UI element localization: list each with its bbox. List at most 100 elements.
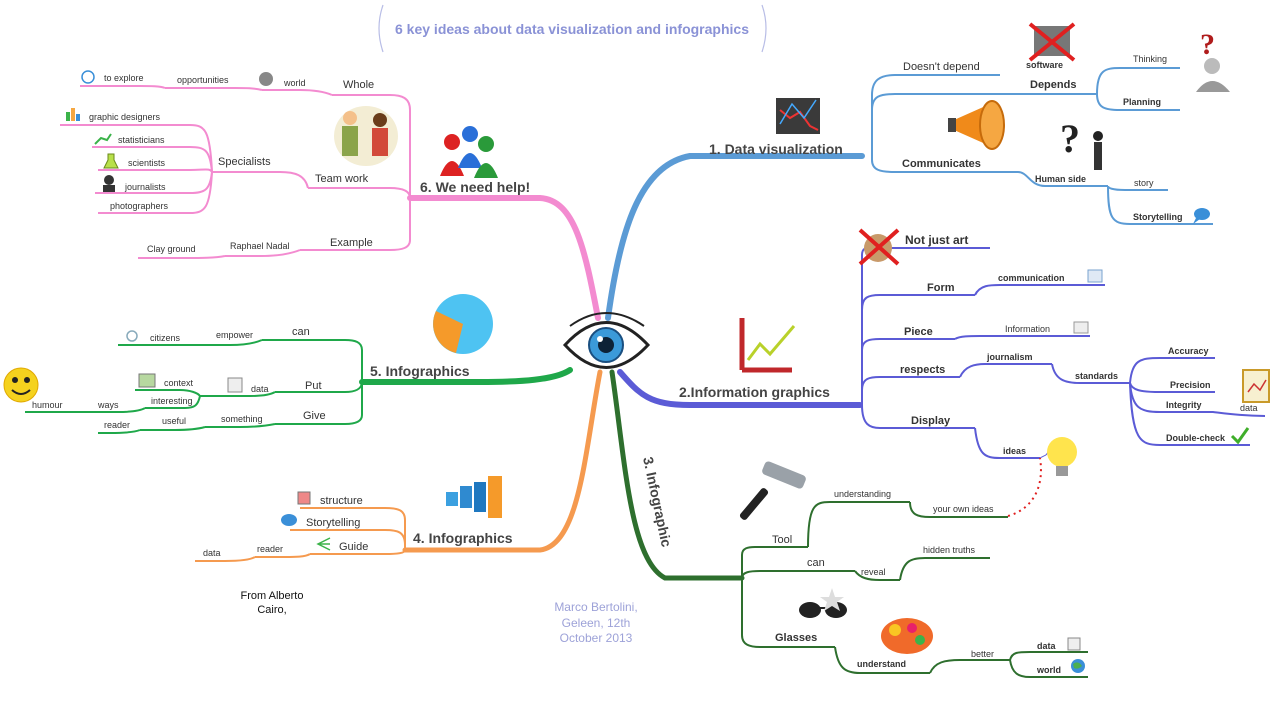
megaphone-icon [948, 100, 1005, 150]
branch-5-label[interactable]: 5. Infographics [370, 363, 470, 379]
branch-2-line [617, 369, 863, 408]
piece-label: Piece [904, 326, 933, 338]
communication-icon [1087, 269, 1103, 283]
checkmark-icon [1230, 427, 1250, 445]
context-label: context [164, 378, 194, 388]
precision-label: Precision [1170, 380, 1211, 390]
clipboard-icon [1242, 369, 1270, 403]
branch-3-line [609, 369, 745, 581]
credit-line-2: Geleen, 12th [562, 616, 631, 630]
brain-icon [881, 618, 933, 654]
your-own-ideas-label: your own ideas [933, 504, 994, 514]
people-group-icon [440, 126, 498, 178]
information-label: Information [1005, 324, 1050, 334]
journalists-icon [103, 175, 115, 192]
raphael-nadal-label: Raphael Nadal [230, 241, 290, 251]
data-label-b4: data [203, 548, 221, 558]
bar-chart-3d-icon [446, 476, 502, 518]
branch-1-label[interactable]: 1. Data visualization [709, 141, 843, 157]
thinker-icon: ? [1196, 28, 1230, 92]
growth-chart-icon [739, 318, 796, 373]
data-label-b5: data [251, 384, 269, 394]
map-title: 6 key ideas about data visualization and… [395, 21, 749, 37]
communicates-label: Communicates [902, 158, 981, 170]
integrity-label: Integrity [1166, 400, 1202, 410]
hidden-truths-label: hidden truths [923, 545, 976, 555]
tool-label: Tool [772, 534, 792, 546]
branch-6-label[interactable]: 6. We need help! [420, 179, 530, 195]
something-label: something [221, 414, 263, 424]
citizens-label: citizens [150, 333, 181, 343]
photographers-label: photographers [110, 201, 169, 211]
reader-label-b5: reader [104, 420, 130, 430]
scientists-label: scientists [128, 158, 166, 168]
empower-label: empower [216, 330, 253, 340]
source-line-1: From Alberto [241, 590, 304, 602]
can-label-b5: can [292, 326, 310, 338]
can-label-b3: can [807, 557, 825, 569]
graphic-designers-label: graphic designers [89, 112, 161, 122]
credit-line-1: Marco Bertolini, [554, 600, 637, 614]
ideas-connector [1007, 457, 1042, 517]
branch-6-line [407, 195, 601, 321]
give-label: Give [303, 410, 326, 422]
source-line-2: Cairo, [257, 604, 286, 616]
to-explore-label: to explore [104, 73, 144, 83]
storytelling-label: Storytelling [1133, 212, 1183, 222]
branch-4-label[interactable]: 4. Infographics [413, 530, 513, 546]
data-table-icon [1067, 637, 1081, 651]
guide-label: Guide [339, 541, 368, 553]
humour-label: humour [32, 400, 63, 410]
branch-4-line [402, 369, 603, 553]
display-label: Display [911, 415, 951, 427]
guide-arrow-icon [316, 537, 331, 551]
form-label: Form [927, 282, 955, 294]
whole-label: Whole [343, 79, 374, 91]
accuracy-label: Accuracy [1168, 346, 1209, 356]
useful-label: useful [162, 416, 186, 426]
reveal-label: reveal [861, 567, 886, 577]
scientists-icon [103, 153, 119, 169]
hammer-icon [739, 461, 806, 520]
human-side-label: Human side [1035, 174, 1086, 184]
software-label: software [1026, 60, 1063, 70]
credit-line-3: October 2013 [560, 631, 633, 645]
respects-label: respects [900, 364, 945, 376]
team-work-label: Team work [315, 173, 369, 185]
double-check-label: Double-check [1166, 433, 1226, 443]
svg-text:?: ? [1060, 116, 1080, 161]
pie-chart-icon [433, 294, 493, 354]
example-label: Example [330, 237, 373, 249]
doesnt-depend-label: Doesn't depend [903, 61, 980, 73]
storytelling-icon [281, 514, 297, 526]
not-just-art-label: Not just art [905, 233, 968, 247]
put-label: Put [305, 380, 322, 392]
smiley-icon [3, 367, 39, 403]
glasses-icon [799, 588, 847, 618]
ways-label: ways [97, 400, 119, 410]
journalists-label: journalists [124, 182, 166, 192]
thinking-label: Thinking [1133, 54, 1167, 64]
storytelling-label-b4: Storytelling [306, 517, 360, 529]
reader-label-b4: reader [257, 544, 283, 554]
data-label-b3: data [1037, 641, 1057, 651]
branch-2-label[interactable]: 2.Information graphics [679, 384, 830, 400]
globe-icon [1071, 659, 1085, 673]
world-label-b3: world [1036, 665, 1061, 675]
light-bulb-icon [1047, 437, 1077, 476]
opportunities-label: opportunities [177, 75, 229, 85]
structure-label: structure [320, 495, 363, 507]
data-grid-icon [227, 377, 243, 393]
understanding-label: understanding [834, 489, 891, 499]
journalism-label: journalism [986, 352, 1033, 362]
story-label: story [1134, 178, 1154, 188]
glasses-label: Glasses [775, 632, 817, 644]
line-chart-icon [776, 98, 820, 134]
better-label: better [971, 649, 994, 659]
branch-3-label[interactable]: 3. Infographic [640, 455, 675, 548]
planning-label: Planning [1123, 97, 1161, 107]
clay-ground-label: Clay ground [147, 244, 196, 254]
team-work-icon [334, 106, 398, 166]
branch-1-line [605, 153, 865, 321]
